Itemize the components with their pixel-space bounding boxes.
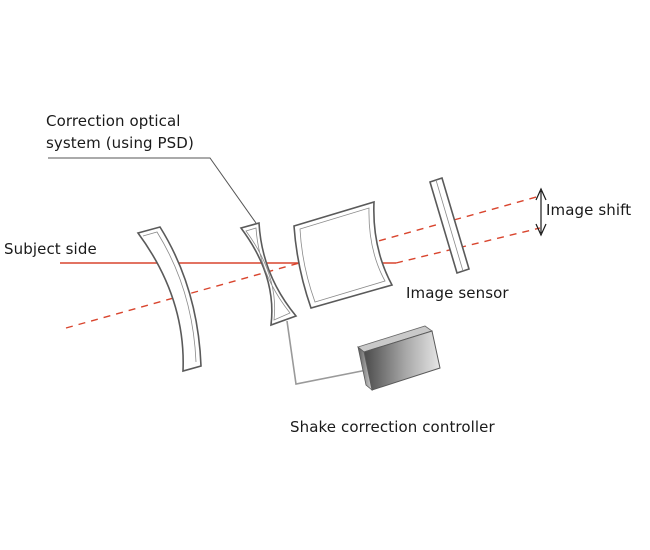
correction-lens [239, 221, 298, 327]
correction-leader-line [48, 157, 257, 224]
correction-label-line2: system (using PSD) [46, 134, 194, 152]
image-shift-label: Image shift [546, 201, 632, 219]
front-lens-inner [142, 231, 197, 363]
corrected-ray [395, 227, 541, 264]
controller-box-front [363, 330, 441, 391]
image-shift-arrow-up [535, 187, 547, 201]
image-shift-arrow-down [535, 223, 547, 237]
controller-label: Shake correction controller [290, 418, 495, 436]
controller-connector [286, 320, 373, 385]
image-sensor-label: Image sensor [406, 284, 509, 302]
front-lens [136, 226, 202, 373]
rear-lens-inner [299, 207, 386, 303]
rear-lens [293, 200, 394, 309]
image-sensor-plate-inner [435, 179, 464, 272]
shifted-optical-axis [65, 195, 541, 329]
correction-label-line1: Correction optical [46, 112, 181, 130]
controller-box-side [357, 345, 373, 392]
subject-side-label: Subject side [4, 240, 97, 258]
correction-lens-inner [245, 227, 291, 321]
